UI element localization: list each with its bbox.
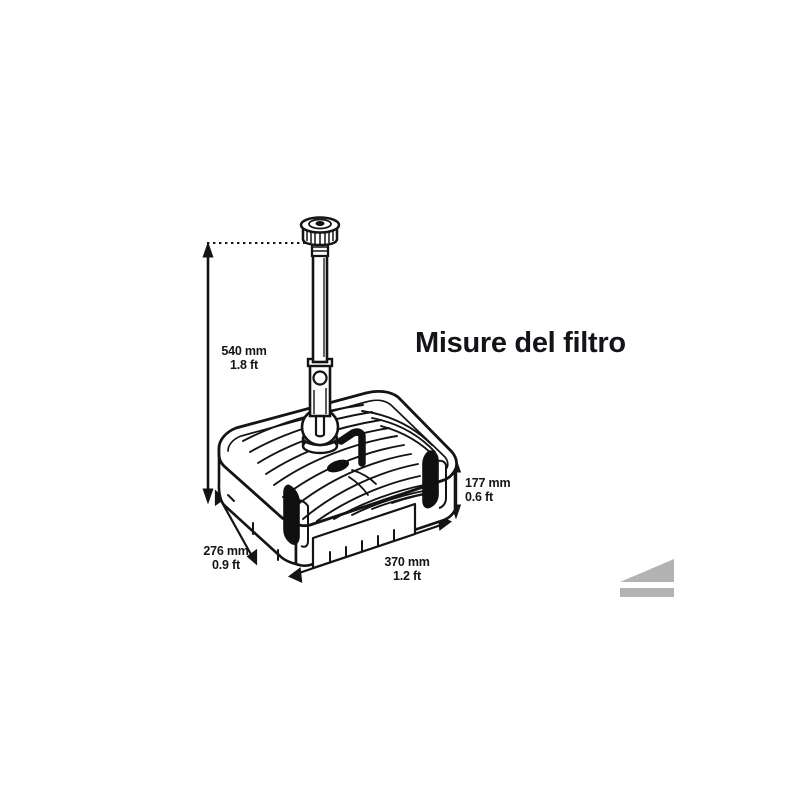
telescopic-tube [306, 250, 334, 418]
product-illustration [217, 216, 458, 570]
tube-lower-shading [313, 388, 327, 414]
dimension-lines [202, 241, 462, 584]
nozzle-neck-threads [313, 246, 327, 252]
dimension-label-box-height: 177 mm 0.6 ft [465, 476, 529, 504]
logo-triangle-icon [620, 559, 674, 582]
front-panel-gauge [311, 502, 417, 570]
dimension-label-overall-height: 540 mm 1.8 ft [205, 344, 283, 372]
logo-bar-icon [620, 588, 674, 597]
telescopic-tube-upper [311, 250, 329, 364]
dimension-label-width-ft: 1.2 ft [393, 568, 421, 583]
nozzle-outlet-hole [315, 221, 325, 226]
filter-box [217, 389, 458, 570]
dimension-label-depth-ft: 0.9 ft [212, 557, 240, 572]
box-top-rim [227, 399, 449, 470]
dimension-label-depth: 276 mm 0.9 ft [186, 544, 266, 572]
page-title: Misure del filtro [415, 327, 626, 359]
dimension-label-overall-height-mm: 540 mm [221, 344, 267, 358]
side-clip-right [422, 450, 439, 509]
handle-clip [337, 428, 366, 467]
side-clip-left-outline [298, 499, 309, 548]
fountain-nozzle-cap [299, 216, 341, 258]
dimension-label-box-height-ft: 0.6 ft [465, 489, 493, 504]
side-clip-left [283, 484, 300, 545]
dimension-label-overall-height-ft: 1.8 ft [230, 357, 258, 372]
ball-joint-slot [314, 414, 326, 438]
tube-adjust-knob [312, 370, 328, 386]
dimension-overall-height [202, 241, 214, 505]
dimension-label-width: 370 mm 1.2 ft [370, 555, 444, 583]
ball-joint [300, 407, 340, 455]
box-foot-notches [227, 494, 279, 561]
gauge-ticks [329, 529, 395, 563]
dimension-label-box-height-mm: 177 mm [465, 476, 511, 490]
side-clip-right-outline [437, 459, 447, 509]
dimension-label-width-mm: 370 mm [384, 555, 430, 569]
top-vent-oval [326, 459, 350, 473]
triangle-bar-logo [620, 559, 674, 597]
top-vent-texture [348, 469, 377, 496]
dimension-label-depth-mm: 276 mm [203, 544, 249, 558]
